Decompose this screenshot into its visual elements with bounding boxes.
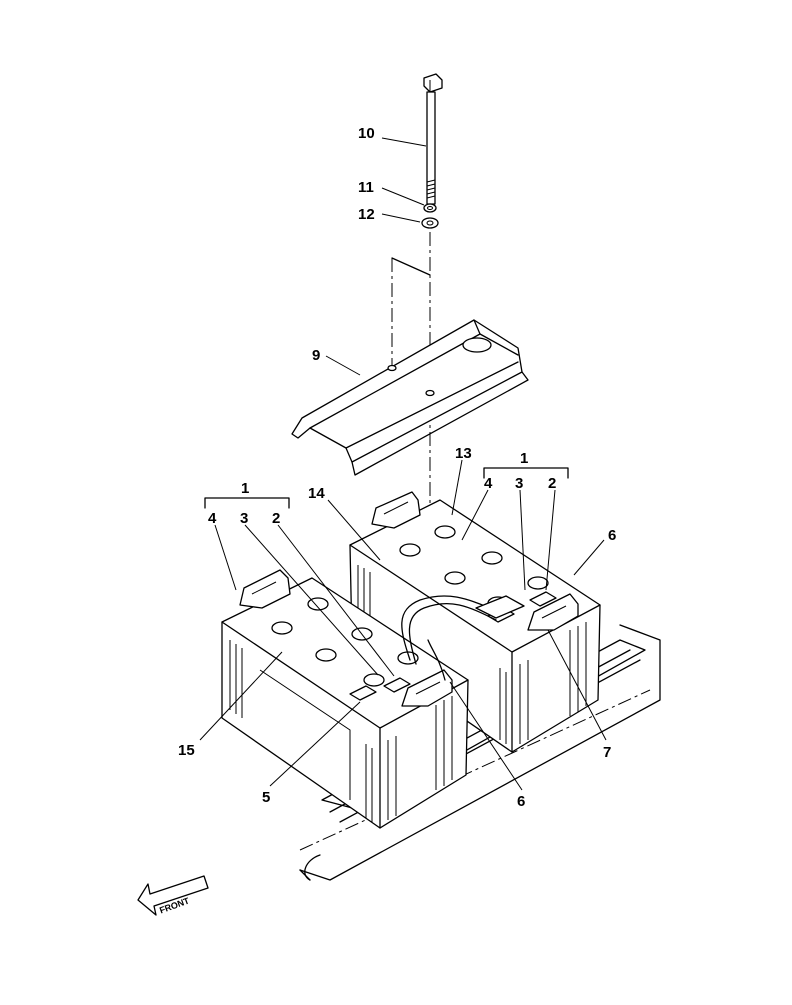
callout-9: 9 — [312, 347, 320, 364]
callout-2-left: 2 — [272, 510, 280, 527]
callout-3-left: 3 — [240, 510, 248, 527]
callout-10: 10 — [358, 125, 375, 142]
callout-11: 11 — [358, 179, 374, 196]
bolt — [423, 73, 443, 205]
callout-2-right: 2 — [548, 475, 556, 492]
callout-4-right: 4 — [484, 475, 493, 492]
callout-1-left: 1 — [241, 480, 249, 497]
callout-4-left: 4 — [208, 510, 217, 527]
front-direction-arrow: FRONT — [137, 875, 209, 916]
callout-14: 14 — [308, 485, 325, 502]
battery-cables — [401, 595, 525, 681]
callout-15: 15 — [178, 742, 195, 759]
callout-3-right: 3 — [515, 475, 523, 492]
callout-6-lower: 6 — [517, 793, 525, 810]
spring-washer — [423, 203, 437, 213]
center-line-bracket — [391, 257, 431, 276]
leader-lines — [199, 137, 607, 791]
callout-6-upper: 6 — [608, 527, 616, 544]
callout-5: 5 — [262, 789, 270, 806]
callout-1-right: 1 — [520, 450, 528, 467]
callout-labels: 10 11 12 9 13 1 4 3 2 14 1 4 3 2 6 15 7 … — [178, 125, 616, 810]
flat-washer — [421, 217, 439, 229]
battery-left — [221, 569, 469, 829]
callout-13: 13 — [455, 445, 472, 462]
hold-down-bracket — [291, 319, 529, 476]
callout-7: 7 — [603, 744, 611, 761]
callout-12: 12 — [358, 206, 375, 223]
